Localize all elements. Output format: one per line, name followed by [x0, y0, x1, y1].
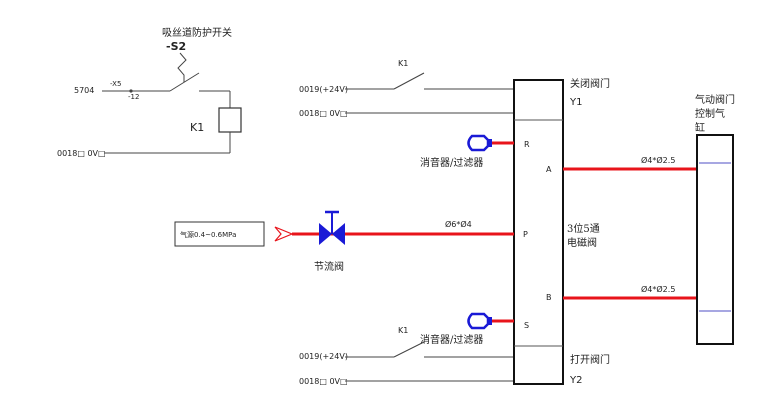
port-b-label: B — [546, 293, 552, 302]
throttle-right-cone — [332, 223, 345, 245]
pipe-b-label: Ø4*Ø2.5 — [641, 284, 675, 294]
switch-tag: -S2 — [166, 40, 186, 53]
port-s-label: S — [524, 321, 529, 330]
cylinder-label-line2: 控制气 — [695, 107, 725, 120]
close-action-label: 关闭阀门 — [570, 77, 610, 90]
close-k1-label: K1 — [398, 59, 408, 68]
cylinder-label-line3: 缸 — [695, 121, 705, 134]
valve-name-line2: 电磁阀 — [567, 236, 597, 249]
main-pipe-label: Ø6*Ø4 — [445, 219, 472, 229]
valve-body — [513, 79, 564, 385]
air-source-box — [174, 221, 265, 247]
relay-k1-label: K1 — [190, 121, 204, 134]
solenoid-valve: R A P B S 3位5通 电磁阀 — [513, 79, 600, 385]
open-coil-label: Y2 — [569, 375, 582, 386]
throttle-left-cone — [319, 223, 332, 245]
open-zero-label: 0018□ 0V□ — [299, 377, 348, 386]
close-k1-contact — [393, 72, 425, 90]
close-supply-label: 0019(+24V) — [299, 85, 348, 94]
muffler-bottom — [467, 312, 492, 330]
pipe-a-label: Ø4*Ø2.5 — [641, 155, 675, 165]
switch-actuator — [177, 52, 187, 82]
air-source-label: 气源0.4~0.6MPa — [180, 230, 236, 239]
muffler-top-label: 消音器/过滤器 — [420, 156, 483, 169]
terminal-dot — [129, 89, 133, 93]
muffler-bottom-body — [467, 312, 490, 330]
muffler-top — [467, 134, 492, 152]
valve-name-line1: 3位5通 — [567, 222, 600, 235]
muffler-top-fitting — [488, 139, 492, 147]
muffler-bottom-label: 消音器/过滤器 — [420, 333, 483, 346]
terminal-12-label: -12 — [128, 93, 139, 101]
cylinder-body — [696, 134, 734, 345]
pneumatic-cylinder: 气动阀门 控制气 缸 — [695, 93, 735, 345]
cylinder-label-line1: 气动阀门 — [695, 93, 735, 106]
relay-k1-coil — [218, 107, 242, 133]
port-p-label: P — [523, 230, 528, 239]
open-supply-label: 0019(+24V) — [299, 352, 348, 361]
open-action-label: 打开阀门 — [570, 353, 610, 366]
air-inlet-arrow — [274, 226, 294, 242]
pneumatic-piping: 气源0.4~0.6MPa Ø6*Ø4 节流阀 消音器/过滤器 消音器/过滤器 — [174, 134, 697, 346]
throttle-valve — [319, 210, 345, 245]
switch-title: 吸丝道防护开关 — [162, 26, 232, 39]
wire-0018-label: 0018□ 0V□ — [57, 149, 106, 158]
wire-5704-label: 5704 — [74, 86, 94, 95]
muffler-bottom-fitting — [488, 317, 492, 325]
terminal-x5-label: -X5 — [110, 80, 121, 88]
close-zero-label: 0018□ 0V□ — [299, 109, 348, 118]
close-coil-label: Y1 — [569, 97, 582, 108]
muffler-top-body — [467, 134, 490, 152]
open-k1-label: K1 — [398, 326, 408, 335]
port-a-label: A — [546, 165, 552, 174]
throttle-label: 节流阀 — [314, 260, 344, 273]
port-r-label: R — [524, 140, 530, 149]
open-k1-contact — [393, 341, 425, 358]
switch-relay-circuit: 吸丝道防护开关 -S2 5704 -X5 -12 K1 0018□ 0V□ — [57, 26, 242, 158]
